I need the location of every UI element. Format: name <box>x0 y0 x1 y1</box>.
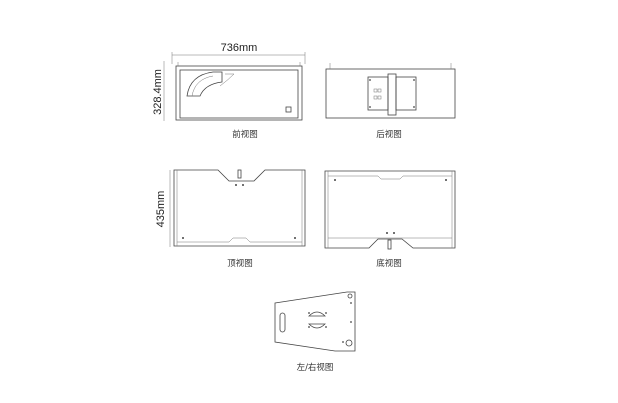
top-view: 435mm <box>155 169 306 247</box>
side-view <box>274 291 356 352</box>
depth-dimension-label: 435mm <box>155 191 167 228</box>
bottom-view-label: 底视图 <box>376 258 402 269</box>
width-dimension-label: 736mm <box>221 42 258 54</box>
side-view-label: 左/右视图 <box>297 362 334 373</box>
rear-view-label: 后视图 <box>376 129 402 140</box>
front-view-label: 前视图 <box>232 129 258 140</box>
rear-view <box>325 63 456 119</box>
front-view: 736mm 328.4mm <box>152 42 306 121</box>
height-dimension-label: 328.4mm <box>152 69 164 115</box>
top-view-label: 顶视图 <box>227 258 253 269</box>
bottom-view <box>324 170 456 250</box>
